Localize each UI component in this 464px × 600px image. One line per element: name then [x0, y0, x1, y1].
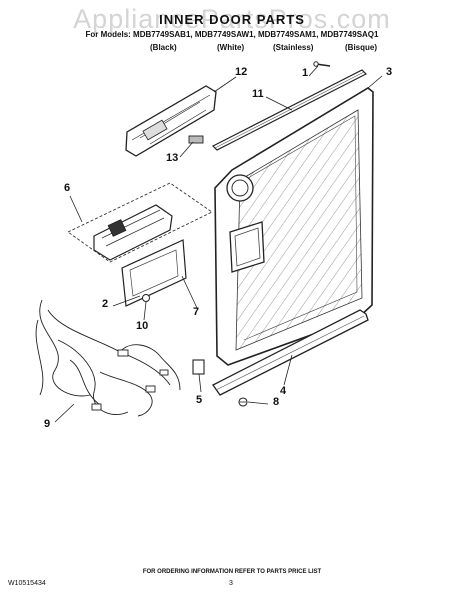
- callout-1: 1: [302, 67, 309, 79]
- color-label-black: (Black): [150, 43, 177, 52]
- callout-5: 5: [196, 394, 203, 406]
- model-list: For Models: MDB7749SAB1, MDB7749SAW1, MD…: [85, 30, 379, 39]
- screw-part-1: [313, 61, 331, 67]
- screw-part-8: [238, 397, 248, 407]
- ordering-note: FOR ORDERING INFORMATION REFER TO PARTS …: [142, 569, 322, 575]
- leader-lines: [54, 65, 383, 423]
- callout-7: 7: [193, 306, 200, 318]
- callout-6: 6: [64, 182, 71, 194]
- watermark-text: AppliancePartsPros.com: [73, 4, 391, 34]
- connector-part-13: [188, 135, 204, 144]
- callout-10: 10: [136, 320, 149, 332]
- clip-part-5: [192, 359, 205, 375]
- callout-4: 4: [280, 385, 287, 397]
- callout-12: 12: [235, 66, 248, 78]
- page-number: 3: [229, 580, 233, 587]
- wire-harness-part-9: [35, 299, 181, 417]
- bottom-door-trim: [212, 309, 369, 396]
- callout-13: 13: [166, 152, 179, 164]
- control-module-part-12: [125, 85, 217, 157]
- callout-11: 11: [252, 88, 264, 100]
- color-label-white: (White): [217, 43, 245, 52]
- callout-3: 3: [386, 66, 393, 78]
- callout-2: 2: [102, 298, 109, 310]
- inner-door-panel: [214, 87, 374, 366]
- document-number: W10515434: [8, 580, 46, 587]
- color-label-stainless: (Stainless): [273, 43, 314, 52]
- cover-panel-part-7: [121, 239, 187, 307]
- color-label-bisque: (Bisque): [345, 43, 377, 52]
- latch-assembly-part-6: [67, 182, 213, 263]
- screw-part-10: [142, 294, 150, 302]
- page-title: INNER DOOR PARTS: [159, 12, 305, 27]
- callout-9: 9: [44, 418, 51, 430]
- top-door-trim: [211, 69, 368, 151]
- callout-8: 8: [273, 396, 280, 408]
